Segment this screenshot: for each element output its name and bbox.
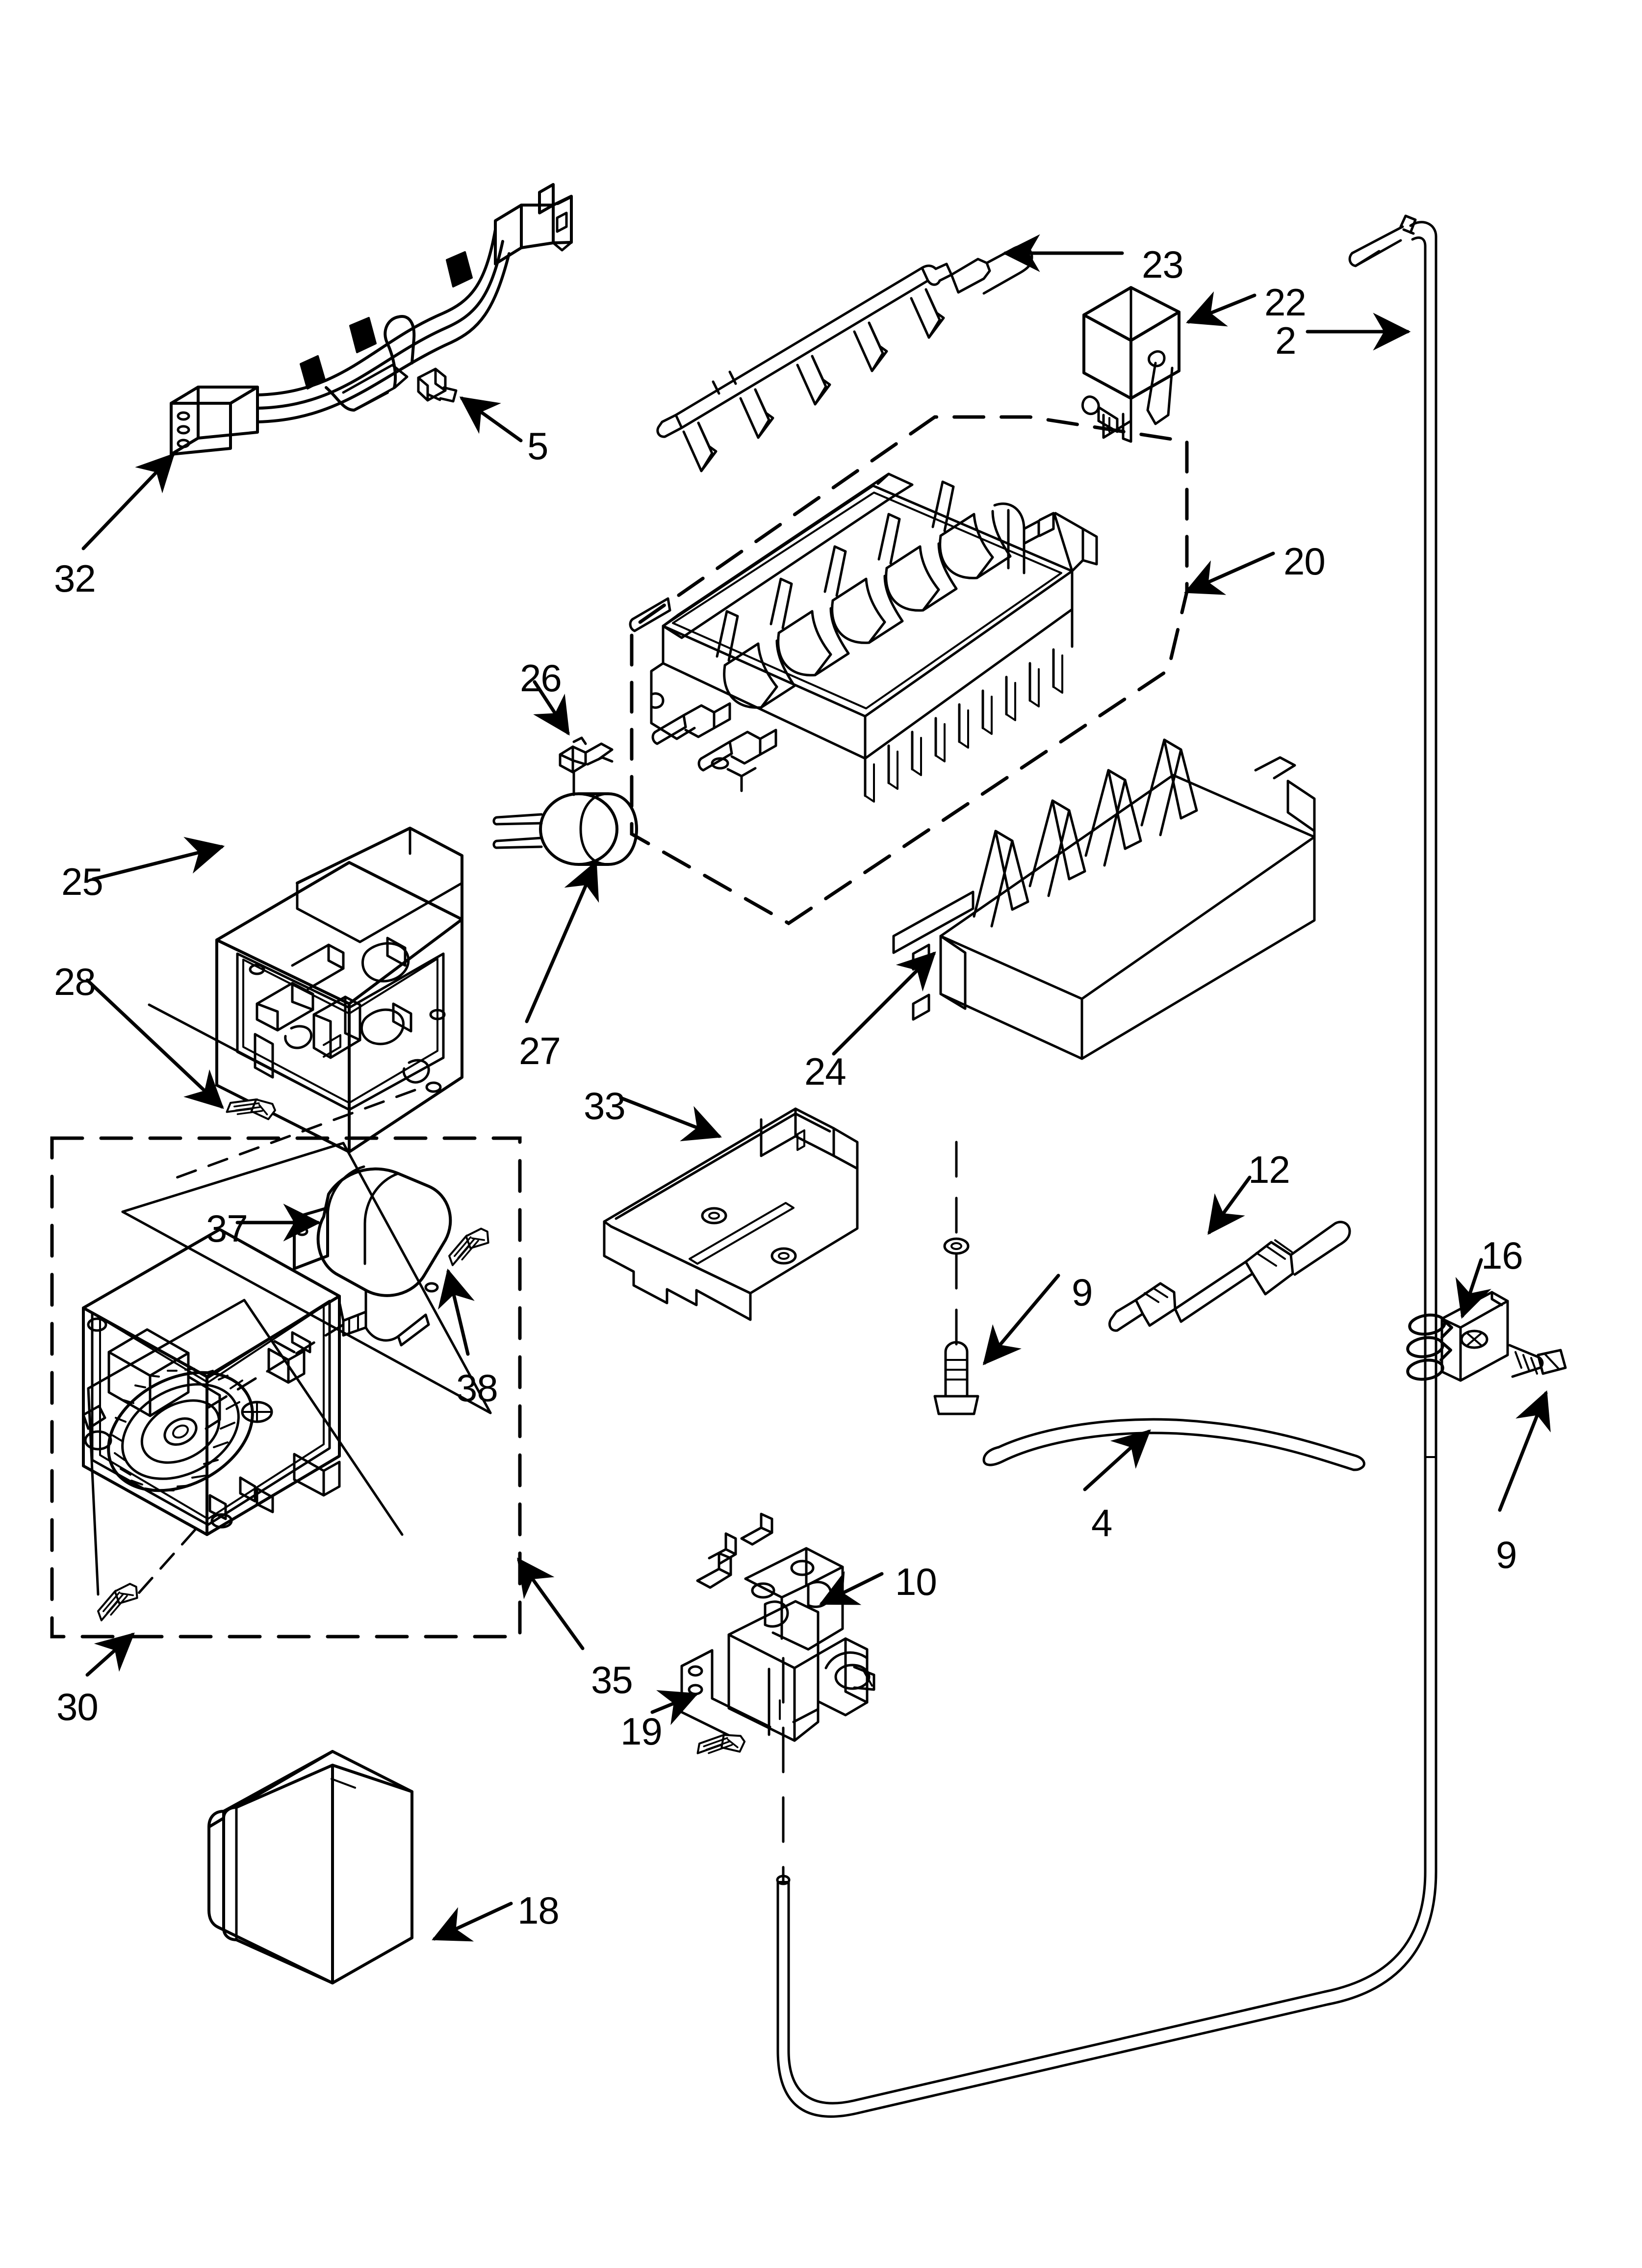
callout-number-9-clamp: 9 [1496, 1533, 1517, 1576]
retainer-clip-part [559, 736, 614, 796]
leader-9-clamp [1498, 1390, 1551, 1512]
ice-mold-kit-boundary [630, 415, 1189, 926]
leader-19 [650, 1690, 698, 1725]
mounting-screw-lower-part [933, 1341, 979, 1415]
leader-25 [91, 836, 225, 881]
callout-number-20: 20 [1283, 540, 1326, 583]
callout-number-9-bracket: 9 [1072, 1271, 1093, 1314]
valve-mounting-screw-part [698, 1729, 745, 1761]
callout-number-4: 4 [1091, 1501, 1112, 1544]
module-housing-part [148, 827, 463, 1181]
gearcase-part [82, 1228, 341, 1603]
ice-ejector-arm-part [656, 245, 1033, 472]
callout-number-18: 18 [517, 1889, 560, 1932]
leader-28 [85, 978, 224, 1109]
ice-stripper-part [892, 738, 1316, 1060]
water-inlet-valve-part [680, 1512, 875, 1749]
wire-clip-part [417, 367, 458, 403]
leader-22 [1186, 291, 1257, 327]
callout-number-19: 19 [620, 1710, 663, 1753]
tube-clamp-part [1406, 1291, 1567, 1382]
leader-18 [432, 1902, 513, 1942]
module-screw-part [93, 1582, 143, 1620]
water-fill-tube-part [776, 214, 1437, 2118]
leader-16 [1455, 1258, 1491, 1319]
water-fill-cup-part [1081, 286, 1180, 443]
leader-30 [85, 1632, 135, 1677]
icemaker-module-kit-boundary [50, 1136, 522, 1639]
leader-35 [517, 1557, 585, 1650]
callout-number-35: 35 [591, 1658, 633, 1701]
insulation-block-part [207, 1750, 413, 1984]
kit-perspective-guides [87, 1142, 492, 1596]
leader-33 [619, 1096, 722, 1142]
ice-mold-assembly-part [629, 472, 1098, 803]
leader-12 [1207, 1175, 1252, 1235]
callout-number-30: 30 [56, 1685, 99, 1728]
callout-number-28: 28 [54, 960, 96, 1003]
callout-number-23: 23 [1142, 243, 1184, 286]
callout-number-25: 25 [61, 860, 103, 903]
leader-10 [819, 1571, 884, 1605]
callout-number-26: 26 [520, 656, 562, 700]
mold-thermostat-part [492, 792, 638, 866]
leader-24 [832, 951, 936, 1056]
support-bracket-part [603, 1107, 970, 1351]
leader-26 [533, 680, 570, 736]
callout-number-16: 16 [1481, 1234, 1523, 1277]
fill-tube-extension-part [1108, 1221, 1351, 1332]
callout-number-27: 27 [519, 1029, 561, 1072]
leader-32 [81, 453, 175, 550]
drive-motor-part [205, 1165, 452, 1410]
water-supply-hose-part [982, 1418, 1365, 1471]
leader-9-bracket [982, 1274, 1060, 1365]
callout-number-10: 10 [895, 1560, 937, 1603]
callout-number-5: 5 [527, 424, 548, 468]
callout-number-32: 32 [54, 557, 96, 600]
callout-number-2: 2 [1275, 319, 1296, 362]
leader-38 [437, 1268, 475, 1356]
wiring-harness-part [170, 183, 573, 456]
callout-number-22: 22 [1264, 281, 1307, 324]
callout-number-37: 37 [206, 1207, 248, 1250]
leader-5 [459, 396, 523, 443]
callout-number-33: 33 [584, 1084, 626, 1127]
leader-4 [1083, 1429, 1151, 1491]
callout-number-24: 24 [804, 1050, 847, 1093]
callout-number-12: 12 [1248, 1148, 1290, 1191]
callout-number-38: 38 [456, 1366, 498, 1409]
leader-27 [525, 860, 599, 1023]
leader-20 [1184, 551, 1275, 595]
motor-screw-part [444, 1227, 494, 1265]
